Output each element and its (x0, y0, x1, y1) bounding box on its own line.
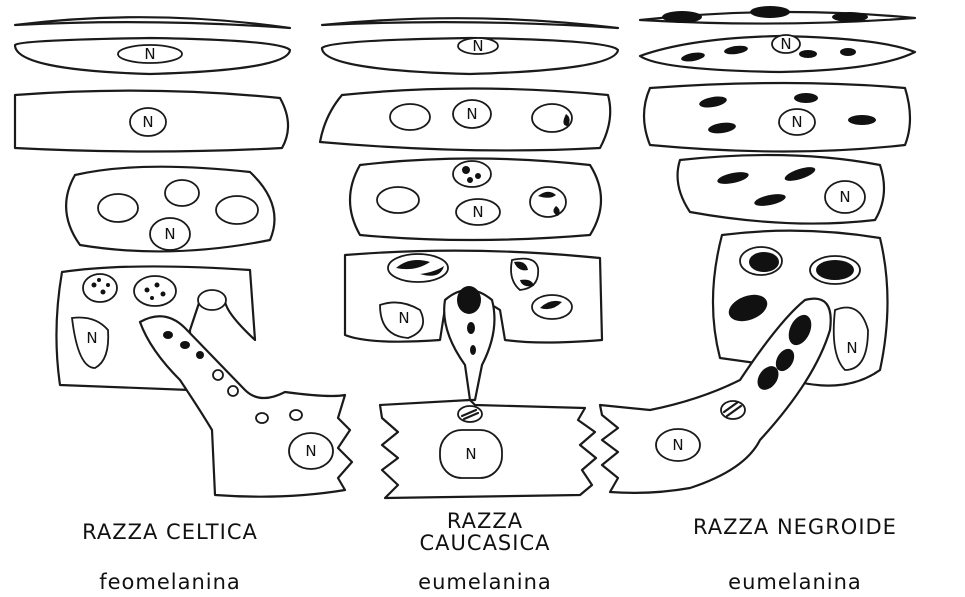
pigment-caucasian: eumelanina (355, 570, 615, 594)
negroid-melanosome (721, 401, 745, 419)
celtic-pheomelanosome (83, 274, 117, 302)
nucleus-label: N (86, 329, 97, 347)
celtic-pheomelanosome (134, 276, 176, 306)
nucleus-label: N (780, 35, 791, 53)
caucasian-granule (453, 161, 491, 187)
nucleus-label: N (466, 105, 477, 123)
caption-negroid-race: RAZZA NEGROIDE (630, 516, 960, 538)
celtic-granule (198, 290, 226, 310)
celtic-melanocyte (140, 316, 352, 496)
celtic-column: N N N N N (15, 17, 352, 496)
nucleus-label: N (142, 113, 153, 131)
celtic-granule (216, 196, 258, 224)
nucleus-label: N (846, 339, 857, 357)
nucleus-label: N (465, 445, 476, 463)
caucasian-granule (530, 187, 566, 217)
caucasian-column: N N N N N (320, 18, 618, 498)
caucasian-granule (390, 104, 430, 130)
nucleus-label: N (144, 45, 155, 63)
pigment-negroid: eumelanina (660, 570, 930, 594)
pigment-celtic: feomelanina (45, 570, 295, 594)
nucleus-label: N (398, 309, 409, 327)
caption-caucasian-race: RAZZA CAUCASICA (355, 510, 615, 554)
celtic-granule (165, 180, 199, 206)
celtic-keratin-layer (15, 17, 290, 28)
caucasian-granule (377, 187, 419, 213)
caucasian-keratin-layer (322, 18, 618, 28)
nucleus-label: N (472, 37, 483, 55)
nucleus-label: N (839, 188, 850, 206)
caption-caucasian-line1: RAZZA (355, 510, 615, 532)
nucleus-label: N (164, 225, 175, 243)
nucleus-label: N (305, 442, 316, 460)
nucleus-label: N (672, 436, 683, 454)
caption-celtic-race: RAZZA CELTICA (20, 521, 320, 543)
nucleus-label: N (472, 203, 483, 221)
celtic-granule (98, 194, 138, 222)
negroid-column: N N N N N (600, 6, 915, 493)
caption-caucasian-line2: CAUCASICA (355, 532, 615, 554)
nucleus-label: N (791, 113, 802, 131)
